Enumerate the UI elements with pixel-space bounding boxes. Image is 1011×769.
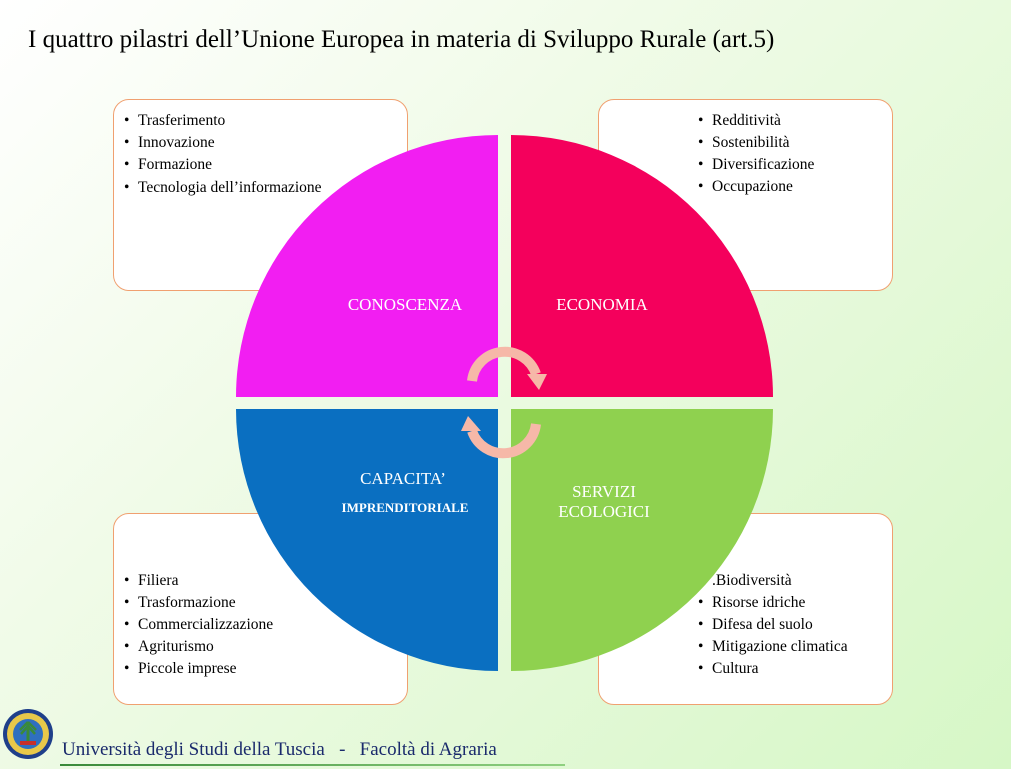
arrowhead-icon [461,416,481,431]
servizi-quadrant [511,409,773,671]
list-item: Redditività [698,110,888,132]
conoscenza-list: Trasferimento Innovazione Formazione Tec… [124,110,394,197]
list-item: Agriturismo [124,636,394,658]
list-item: Innovazione [124,132,394,154]
footer-faculty: Facoltà di Agraria [359,739,497,760]
capacita-label-line1: CAPACITA’ [360,469,446,488]
list-item: Mitigazione climatica [698,636,888,658]
arrowhead-icon [527,374,547,390]
conoscenza-label: CONOSCENZA [348,295,463,314]
list-item: Diversificazione [698,154,888,176]
list-item: .Biodiversità [712,572,792,589]
servizi-list: .Biodiversità Risorse idriche Difesa del… [698,570,888,680]
servizi-label-line2: ECOLOGICI [558,502,650,521]
cycle-arrow-top-icon [467,346,541,382]
list-item: Cultura [698,658,888,680]
footer: Università degli Studi della Tuscia - Fa… [62,739,497,761]
cycle-arrows [461,346,547,459]
list-item: Trasferimento [124,110,394,132]
cycle-arrow-bottom-icon [467,423,541,459]
list-item: Trasformazione [124,592,394,614]
capacita-quadrant [236,409,498,671]
list-item: Sostenibilità [698,132,888,154]
list-item: Piccole imprese [124,658,394,680]
capacita-list: Filiera Trasformazione Commercializzazio… [124,570,394,680]
list-item: Commercializzazione [124,614,394,636]
list-item: Formazione [124,154,394,176]
footer-university: Università degli Studi della Tuscia [62,739,325,760]
conoscenza-quadrant [236,135,498,397]
economia-label: ECONOMIA [556,295,648,314]
servizi-label-line1: SERVIZI [572,482,636,501]
economia-quadrant [511,135,773,397]
list-item: Difesa del suolo [698,614,888,636]
page-title: I quattro pilastri dell’Unione Europea i… [28,26,775,53]
list-item: Filiera [124,570,394,592]
capacita-label-line2: IMPRENDITORIALE [342,500,469,515]
footer-separator: - [339,739,346,760]
university-seal-icon [3,709,53,759]
economia-list: Redditività Sostenibilità Diversificazio… [698,110,888,198]
footer-underline [60,764,565,766]
list-item: Occupazione [698,176,888,198]
list-item: Risorse idriche [698,592,888,614]
list-item: Tecnologia dell’informazione [124,178,394,197]
